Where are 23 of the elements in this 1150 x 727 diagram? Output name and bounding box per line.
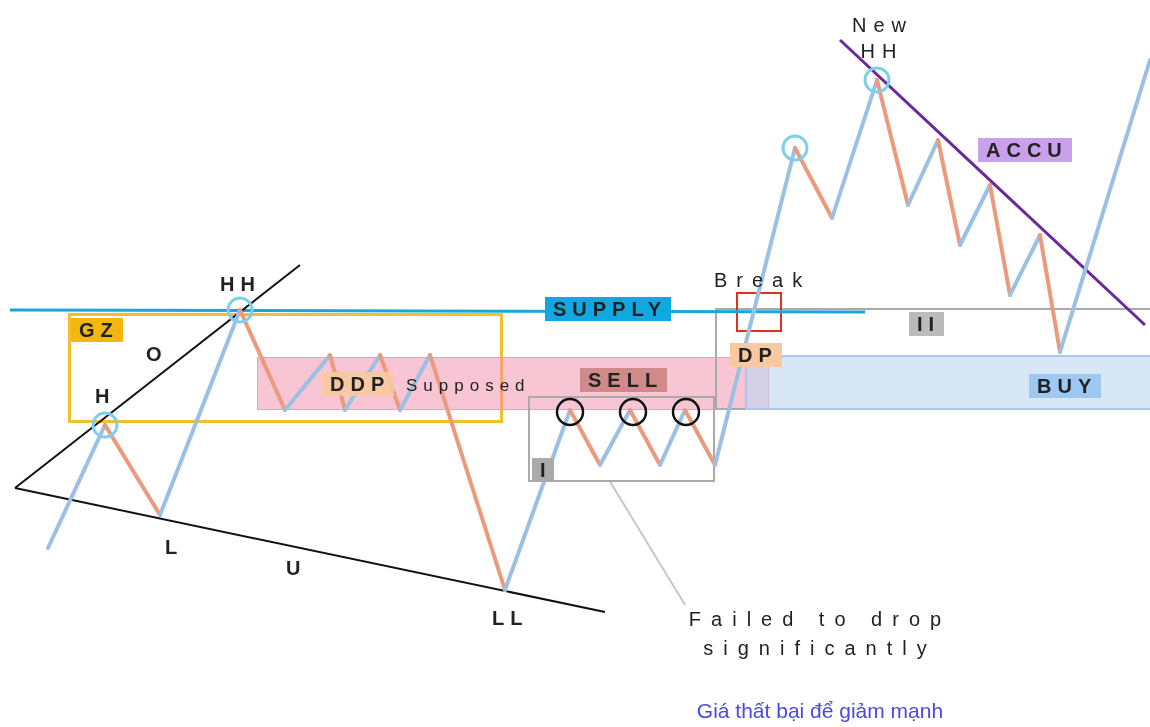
range-box <box>715 308 1150 410</box>
peak-label: New HH <box>852 13 912 64</box>
range-box <box>528 396 715 482</box>
point-label: O <box>146 342 168 366</box>
range-tag: I <box>532 458 554 482</box>
zone-tag: BUY <box>1029 374 1102 398</box>
break-text: Break <box>714 268 812 292</box>
zone-tag: GZ <box>71 318 123 342</box>
leader-line <box>609 481 687 606</box>
point-label: LL <box>492 606 529 630</box>
zone-tag: SELL <box>580 368 668 392</box>
zone-text: Supposed <box>406 375 531 397</box>
point-label: L <box>165 535 184 559</box>
range-tag: II <box>909 312 945 336</box>
point-label: H <box>95 384 116 408</box>
peak-label: HH <box>220 272 261 296</box>
pattern-tag: ACCU <box>978 138 1072 162</box>
note-translation: Giá thất bại để giảm mạnh <box>695 699 945 723</box>
point-tag: DP <box>730 343 782 367</box>
point-label: U <box>286 556 307 580</box>
level-tag: SUPPLY <box>545 297 672 321</box>
zone-tag: DDP <box>322 372 395 396</box>
note-text: Failed to drop significantly <box>687 607 953 661</box>
